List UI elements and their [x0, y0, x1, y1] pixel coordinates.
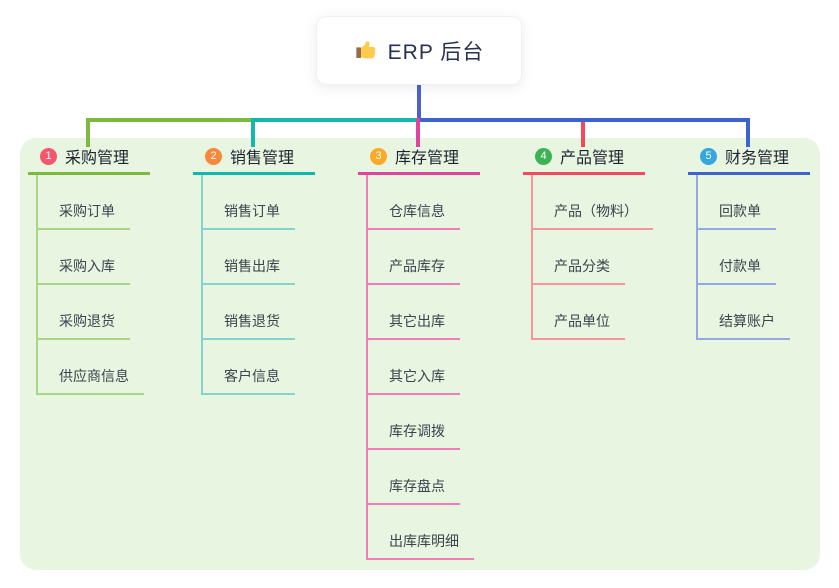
child-node[interactable]: 其它出库	[368, 285, 460, 340]
branch-title: 销售管理	[230, 150, 295, 167]
child-node-label: 销售退货	[224, 313, 280, 329]
child-node[interactable]: 产品分类	[533, 230, 625, 285]
child-node[interactable]: 采购退货	[38, 285, 130, 340]
child-node-label: 供应商信息	[59, 368, 129, 384]
child-node-label: 采购订单	[59, 203, 115, 219]
branch-drop-line	[416, 118, 420, 147]
branch-node[interactable]: 4 产品管理	[523, 146, 645, 175]
root-node-label: ERP 后台	[387, 40, 485, 64]
branch-node[interactable]: 1 采购管理	[28, 146, 150, 175]
branch-title: 采购管理	[65, 150, 130, 167]
branch-column-5: 5 财务管理回款单付款单结算账户	[688, 146, 839, 340]
branch-node[interactable]: 3 库存管理	[358, 146, 480, 175]
child-node[interactable]: 销售订单	[203, 175, 295, 230]
child-node-label: 回款单	[719, 203, 761, 219]
child-node[interactable]: 结算账户	[698, 285, 790, 340]
child-node-label: 产品（物料）	[554, 203, 638, 219]
branch-title: 库存管理	[395, 150, 460, 167]
child-node-label: 客户信息	[224, 368, 280, 384]
branch-children: 回款单付款单结算账户	[696, 175, 790, 340]
child-node[interactable]: 产品（物料）	[533, 175, 653, 230]
branch-drop-line	[746, 122, 750, 147]
child-node-label: 采购入库	[59, 258, 115, 274]
child-node[interactable]: 采购订单	[38, 175, 130, 230]
child-node[interactable]: 供应商信息	[38, 340, 144, 395]
branch-drop-line	[581, 122, 585, 147]
child-node-label: 其它出库	[389, 313, 445, 329]
branch-drop-line	[251, 118, 255, 147]
child-node[interactable]: 销售退货	[203, 285, 295, 340]
child-node-label: 库存调拨	[389, 423, 445, 439]
child-node-label: 产品单位	[554, 313, 610, 329]
child-node[interactable]: 付款单	[698, 230, 776, 285]
branch-column-2: 2 销售管理销售订单销售出库销售退货客户信息	[193, 146, 353, 395]
child-node-label: 销售出库	[224, 258, 280, 274]
child-node[interactable]: 其它入库	[368, 340, 460, 395]
thumbs-up-icon	[354, 39, 378, 63]
child-node[interactable]: 库存调拨	[368, 395, 460, 450]
mindmap-panel	[20, 138, 820, 570]
branch-number-badge: 2	[205, 147, 222, 165]
child-node-label: 采购退货	[59, 313, 115, 329]
branch-column-3: 3 库存管理仓库信息产品库存其它出库其它入库库存调拨库存盘点出库库明细	[358, 146, 518, 560]
branch-bus-line	[417, 118, 750, 122]
child-node[interactable]: 采购入库	[38, 230, 130, 285]
root-node[interactable]: ERP 后台	[316, 16, 522, 85]
child-node[interactable]: 销售出库	[203, 230, 295, 285]
child-node-label: 其它入库	[389, 368, 445, 384]
branch-number-badge: 5	[700, 147, 717, 165]
branch-column-4: 4 产品管理产品（物料） 产品分类产品单位	[523, 146, 683, 340]
child-node[interactable]: 客户信息	[203, 340, 295, 395]
child-node-label: 库存盘点	[389, 478, 445, 494]
branch-number-badge: 4	[535, 147, 552, 165]
branch-node[interactable]: 5 财务管理	[688, 146, 810, 175]
branch-bus-line	[251, 118, 421, 122]
branch-title: 财务管理	[725, 150, 790, 167]
branch-drop-line	[86, 118, 90, 147]
root-stem-line	[417, 85, 421, 118]
branch-column-1: 1 采购管理采购订单采购入库采购退货供应商信息	[28, 146, 188, 395]
branch-title: 产品管理	[560, 150, 625, 167]
branch-children: 产品（物料） 产品分类产品单位	[531, 175, 653, 340]
branch-children: 销售订单销售出库销售退货客户信息	[201, 175, 295, 395]
child-node-label: 仓库信息	[389, 203, 445, 219]
branch-children: 仓库信息产品库存其它出库其它入库库存调拨库存盘点出库库明细	[366, 175, 474, 560]
child-node-label: 出库库明细	[389, 533, 459, 549]
child-node[interactable]: 库存盘点	[368, 450, 460, 505]
child-node-label: 产品分类	[554, 258, 610, 274]
branch-number-badge: 1	[40, 147, 57, 165]
branch-children: 采购订单采购入库采购退货供应商信息	[36, 175, 144, 395]
child-node-label: 付款单	[719, 258, 761, 274]
child-node-label: 销售订单	[224, 203, 280, 219]
child-node[interactable]: 回款单	[698, 175, 776, 230]
child-node-label: 产品库存	[389, 258, 445, 274]
child-node[interactable]: 产品库存	[368, 230, 460, 285]
child-node[interactable]: 出库库明细	[368, 505, 474, 560]
branch-number-badge: 3	[370, 147, 387, 165]
branch-node[interactable]: 2 销售管理	[193, 146, 315, 175]
child-node-label: 结算账户	[719, 313, 775, 329]
child-node[interactable]: 仓库信息	[368, 175, 460, 230]
child-node[interactable]: 产品单位	[533, 285, 625, 340]
